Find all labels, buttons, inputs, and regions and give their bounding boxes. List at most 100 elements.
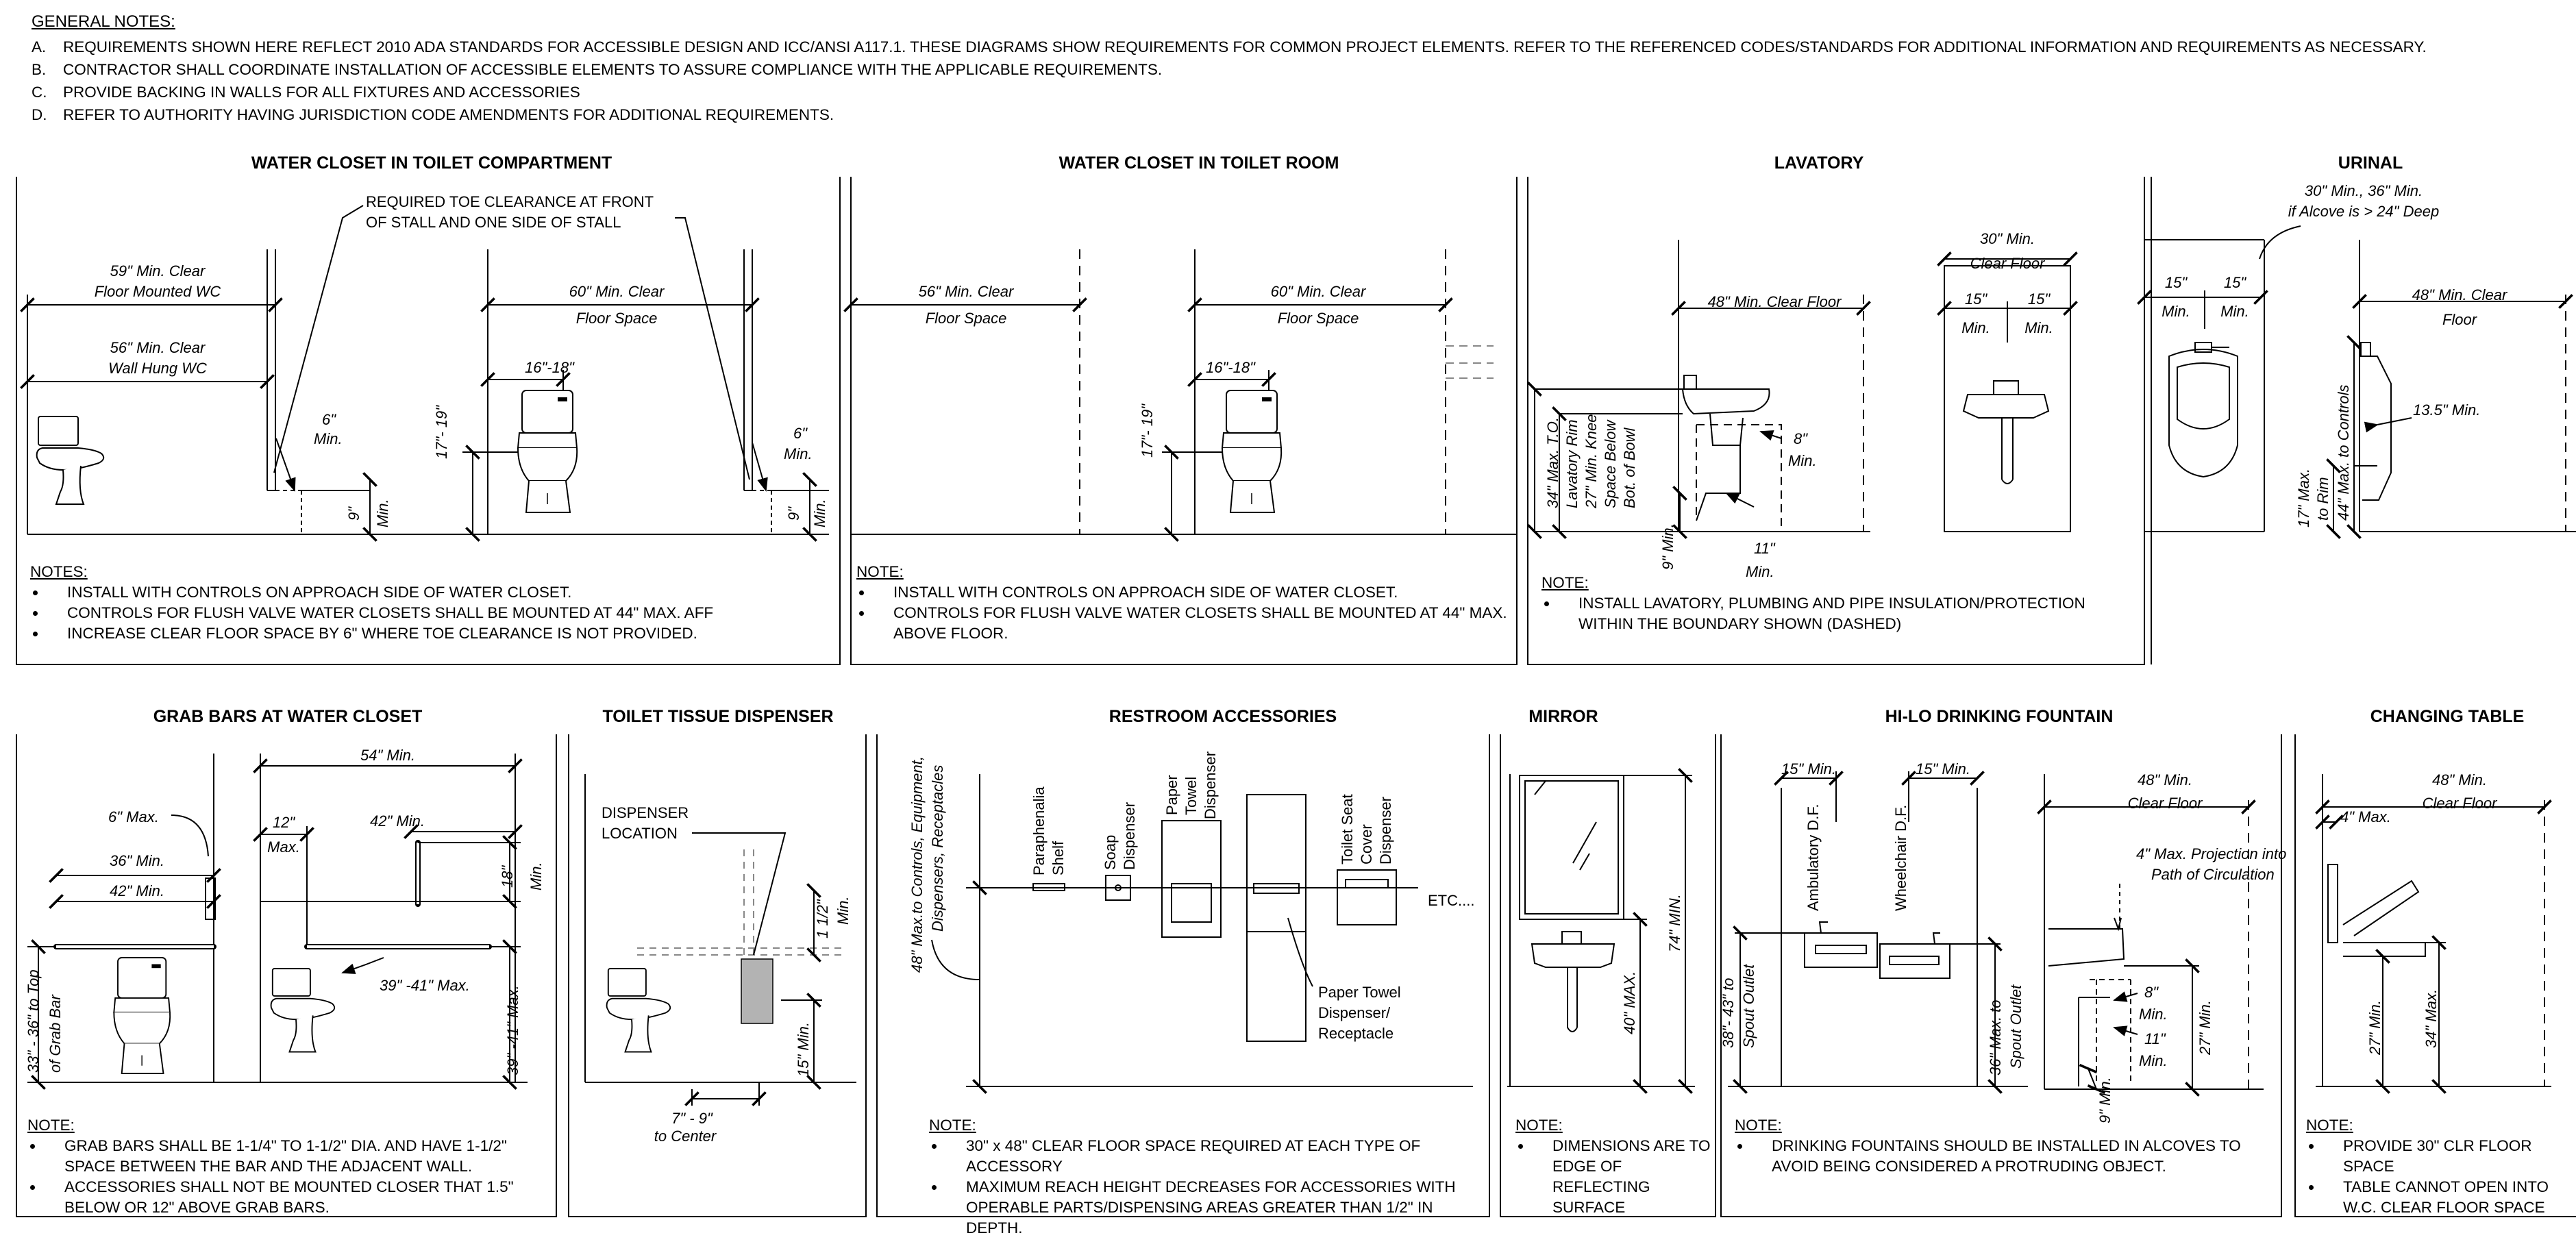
accessories-labels: 48" Max.to Controls, Equipment, Dispense… (908, 751, 1474, 1042)
svg-text:4" Max. Projection into: 4" Max. Projection into (2136, 845, 2286, 862)
svg-text:9": 9" (785, 506, 802, 521)
tissue-labels: DISPENSER LOCATION 1 1/2" Min. 15" Min. … (602, 804, 852, 1145)
svg-text:36" Min.: 36" Min. (110, 852, 164, 869)
general-note-b: B.CONTRACTOR SHALL COORDINATE INSTALLATI… (32, 61, 1163, 78)
svg-text:33" - 36" to Top: 33" - 36" to Top (25, 969, 42, 1073)
svg-text:6" Max.: 6" Max. (108, 808, 159, 825)
svg-text:42" Min.: 42" Min. (370, 812, 425, 830)
svg-text:Paraphenalia: Paraphenalia (1030, 786, 1048, 875)
svg-text:30" Min.: 30" Min. (1980, 230, 2035, 247)
note-item: INSTALL LAVATORY, PLUMBING AND PIPE INSU… (1558, 593, 2138, 634)
svg-text:Clear Floor: Clear Floor (2423, 795, 2498, 812)
svg-text:OF STALL AND ONE SIDE OF STALL: OF STALL AND ONE SIDE OF STALL (366, 214, 621, 231)
svg-text:Paper Towel: Paper Towel (1318, 984, 1401, 1001)
svg-text:9": 9" (345, 506, 362, 521)
svg-text:74" MIN.: 74" MIN. (1666, 894, 1683, 952)
svg-text:15": 15" (1965, 290, 1987, 308)
svg-text:48" Max.to Controls, Equipment: 48" Max.to Controls, Equipment, (908, 756, 926, 973)
svg-text:Spout Outlet: Spout Outlet (1740, 964, 1757, 1048)
svg-text:48" Min.: 48" Min. (2432, 771, 2487, 788)
svg-text:1 1/2": 1 1/2" (814, 899, 831, 938)
tissue-zone (741, 958, 773, 1024)
toilet-front-icon-3 (113, 957, 171, 1075)
note-item: GRAB BARS SHALL BE 1-1/4" TO 1-1/2" DIA.… (44, 1136, 548, 1177)
svg-text:Towel: Towel (1182, 777, 1200, 815)
svg-text:56" Min. Clear: 56" Min. Clear (919, 283, 1015, 300)
general-note-c: C.PROVIDE BACKING IN WALLS FOR ALL FIXTU… (32, 84, 580, 101)
svg-text:Path of Circulation: Path of Circulation (2151, 866, 2275, 883)
svg-text:Wall Hung WC: Wall Hung WC (108, 360, 207, 377)
svg-text:12": 12" (273, 814, 295, 831)
svg-text:Floor Space: Floor Space (926, 310, 1007, 327)
svg-text:34" Max.: 34" Max. (2423, 989, 2440, 1048)
svg-text:48" Min. Clear Floor: 48" Min. Clear Floor (1708, 293, 1843, 310)
svg-text:6": 6" (793, 425, 808, 442)
svg-text:56" Min. Clear: 56" Min. Clear (110, 339, 206, 356)
svg-text:Soap: Soap (1102, 835, 1119, 870)
note-item: DRINKING FOUNTAINS SHOULD BE INSTALLED I… (1751, 1136, 2276, 1177)
notes-accessories: NOTE: 30" x 48" CLEAR FLOOR SPACE REQUIR… (929, 1115, 1484, 1239)
svg-text:Dispenser: Dispenser (1202, 751, 1219, 819)
svg-text:15": 15" (2224, 274, 2246, 291)
svg-text:54" Min.: 54" Min. (360, 747, 415, 764)
svg-text:Min.: Min. (1788, 452, 1817, 469)
svg-text:15": 15" (2165, 274, 2188, 291)
note-item: CONTROLS FOR FLUSH VALVE WATER CLOSETS S… (873, 603, 1507, 644)
svg-text:15" Min.: 15" Min. (1781, 760, 1836, 778)
toilet-side-icon-2 (270, 968, 336, 1053)
svg-text:Dispensers, Receptacles: Dispensers, Receptacles (929, 765, 946, 932)
note-item: PROVIDE 30" CLR FLOOR SPACE (2323, 1136, 2566, 1177)
svg-text:Min.: Min. (834, 896, 852, 925)
svg-text:9" Min.: 9" Min. (2096, 1077, 2114, 1123)
toilet-side-icon-3 (606, 968, 671, 1053)
svg-text:Min.: Min. (528, 862, 545, 891)
svg-text:Ambulatory D.F.: Ambulatory D.F. (1805, 804, 1822, 912)
toilet-side-icon (36, 416, 105, 505)
svg-text:15" Min.: 15" Min. (1916, 760, 1970, 778)
notes-fountain: NOTE: DRINKING FOUNTAINS SHOULD BE INSTA… (1735, 1115, 2276, 1177)
note-item: INSTALL WITH CONTROLS ON APPROACH SIDE O… (873, 582, 1507, 603)
svg-text:if Alcove is > 24" Deep: if Alcove is > 24" Deep (2288, 203, 2439, 220)
svg-text:to Rim: to Rim (2314, 477, 2331, 521)
general-note-a: A.REQUIREMENTS SHOWN HERE REFLECT 2010 A… (32, 38, 2427, 55)
svg-text:Clear Floor: Clear Floor (1970, 255, 2046, 272)
note-item: TABLE CANNOT OPEN INTO W.C. CLEAR FLOOR … (2323, 1177, 2566, 1218)
svg-text:Min.: Min. (1746, 563, 1774, 580)
svg-text:30" Min., 36" Min.: 30" Min., 36" Min. (2305, 182, 2423, 199)
note-item: MAXIMUM REACH HEIGHT DECREASES FOR ACCES… (945, 1177, 1484, 1239)
svg-text:REQUIRED TOE CLEARANCE AT FRON: REQUIRED TOE CLEARANCE AT FRONT (366, 193, 654, 210)
svg-text:59" Min. Clear: 59" Min. Clear (110, 262, 206, 279)
svg-text:Min.: Min. (314, 430, 343, 447)
svg-text:Dispenser/: Dispenser/ (1318, 1004, 1391, 1021)
title-accessories: RESTROOM ACCESSORIES (1109, 707, 1337, 726)
svg-text:DISPENSER: DISPENSER (602, 804, 689, 821)
fountain-labels: 15" Min. 15" Min. Ambulatory D.F. Wheelc… (1720, 760, 2286, 1123)
notes-wc-compartment: NOTES: INSTALL WITH CONTROLS ON APPROACH… (30, 562, 832, 644)
svg-text:Receptacle: Receptacle (1318, 1025, 1394, 1042)
general-notes-heading: GENERAL NOTES: (32, 12, 175, 31)
grab-bars-labels: 6" Max. 36" Min. 42" Min. 33" - 36" to T… (25, 747, 545, 1075)
svg-text:Min.: Min. (2139, 1006, 2168, 1023)
svg-text:Toilet Seat: Toilet Seat (1339, 794, 1356, 864)
svg-text:15": 15" (2028, 290, 2051, 308)
notes-wc-room: NOTE: INSTALL WITH CONTROLS ON APPROACH … (856, 562, 1507, 644)
svg-text:Paper: Paper (1163, 775, 1180, 815)
title-urinal: URINAL (2338, 153, 2403, 173)
title-tissue: TOILET TISSUE DISPENSER (602, 707, 834, 726)
lavatory-labels: 48" Min. Clear Floor 30" Min. Clear Floo… (1544, 230, 2053, 580)
svg-text:Space Below: Space Below (1602, 419, 1619, 508)
svg-text:Cover: Cover (1358, 824, 1375, 864)
wc-compartment-labels: REQUIRED TOE CLEARANCE AT FRONT OF STALL… (95, 193, 828, 527)
svg-text:Clear Floor: Clear Floor (2128, 795, 2203, 812)
svg-text:6": 6" (322, 411, 336, 428)
mirror-labels: 74" MIN. 40" MAX. (1621, 894, 1683, 1034)
svg-text:16"-18": 16"-18" (1206, 359, 1256, 376)
svg-text:Min.: Min. (2024, 319, 2053, 336)
changing-table-labels: 48" Min. Clear Floor 4" Max. 27" Min. 34… (2340, 771, 2498, 1056)
svg-text:Dispenser: Dispenser (1377, 797, 1394, 864)
svg-text:ETC....: ETC.... (1428, 892, 1474, 909)
title-lavatory: LAVATORY (1774, 153, 1864, 173)
svg-text:LOCATION: LOCATION (602, 825, 678, 842)
svg-text:39" -41" Max.: 39" -41" Max. (504, 985, 521, 1075)
